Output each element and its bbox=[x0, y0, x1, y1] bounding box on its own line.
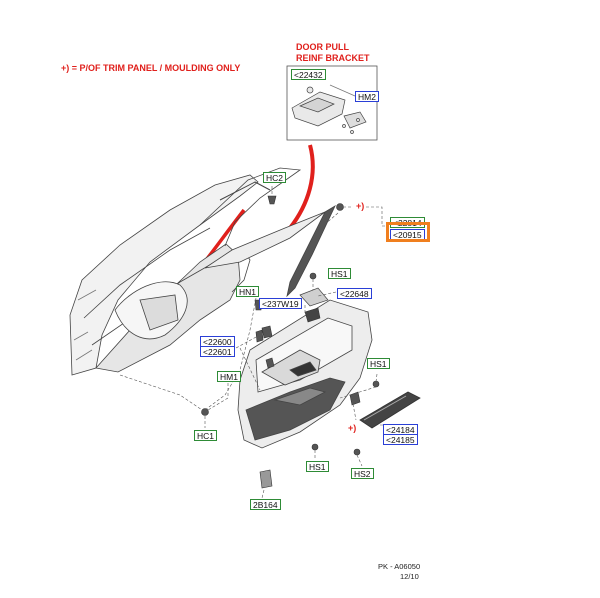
plus-marker-panel: +) bbox=[348, 423, 357, 433]
leader-lines bbox=[119, 186, 392, 499]
label-hs2[interactable]: HS2 bbox=[351, 468, 374, 479]
red-arrow-bracket bbox=[288, 144, 315, 230]
belt-moulding bbox=[204, 204, 336, 298]
label-22601[interactable]: <22601 bbox=[200, 346, 235, 357]
label-hn1[interactable]: HN1 bbox=[236, 286, 260, 297]
label-hs1-right[interactable]: HS1 bbox=[367, 358, 390, 369]
label-hm2[interactable]: HM2 bbox=[355, 91, 379, 102]
label-hs1-top[interactable]: HS1 bbox=[328, 268, 351, 279]
switch-bezel bbox=[304, 307, 321, 323]
trim-strip bbox=[359, 391, 421, 429]
fasteners bbox=[201, 195, 380, 489]
trim-panel bbox=[237, 299, 373, 449]
label-20915[interactable]: <20915 bbox=[390, 229, 425, 240]
bracket-title-line2: REINF BRACKET bbox=[296, 53, 370, 63]
label-24185[interactable]: <24185 bbox=[383, 434, 418, 445]
figure-date: 12/10 bbox=[400, 572, 419, 581]
label-22814[interactable]: <22814 bbox=[390, 217, 425, 228]
label-237w19[interactable]: <237W19 bbox=[259, 298, 302, 309]
label-hc2[interactable]: HC2 bbox=[263, 172, 287, 183]
label-22648[interactable]: <22648 bbox=[337, 288, 372, 299]
label-22432[interactable]: <22432 bbox=[291, 69, 326, 80]
label-hs1-bottom[interactable]: HS1 bbox=[306, 461, 329, 472]
pull-cup bbox=[299, 287, 329, 307]
trim-note: +) = P/OF TRIM PANEL / MOULDING ONLY bbox=[61, 63, 241, 73]
figure-code: PK - A06050 bbox=[378, 562, 421, 571]
bracket-title-line1: DOOR PULL bbox=[296, 42, 349, 52]
label-hm1[interactable]: HM1 bbox=[217, 371, 241, 382]
plus-marker-moulding: +) bbox=[356, 201, 365, 211]
door-shell bbox=[69, 167, 302, 376]
bracket-part-drawing bbox=[291, 84, 367, 134]
label-hc1[interactable]: HC1 bbox=[194, 430, 218, 441]
label-2b164[interactable]: 2B164 bbox=[250, 499, 281, 510]
